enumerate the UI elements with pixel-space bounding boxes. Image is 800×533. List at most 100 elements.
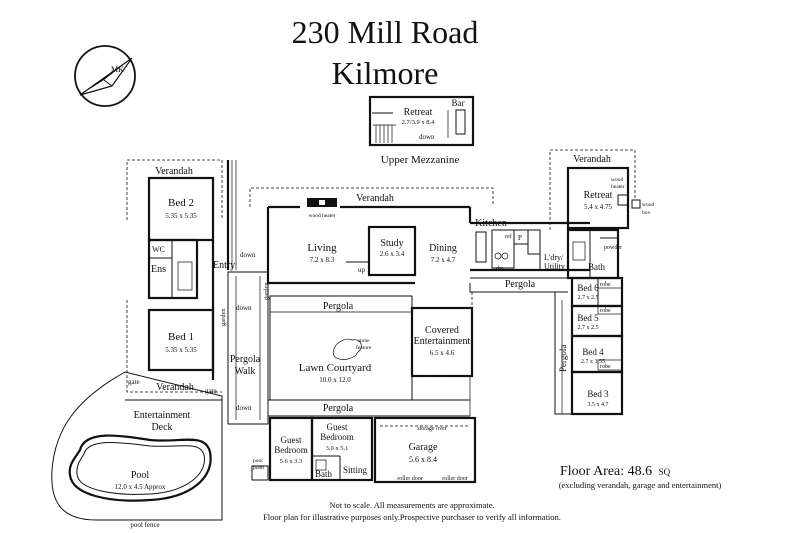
lawn-name: Lawn Courtyard [299, 362, 372, 374]
label-garden-left: garden [220, 308, 227, 326]
label-entry: Entry [213, 260, 235, 271]
address-line1: 230 Mill Road [292, 14, 479, 50]
compass-icon: MK [74, 45, 136, 107]
bed5-size: 2.7 x 2.5 [578, 325, 599, 331]
label-verandah-top: Verandah [356, 193, 394, 204]
label-ens: Ens [151, 264, 166, 275]
label-robe-5: robe [600, 308, 611, 314]
label-garden-right: garden [263, 282, 270, 300]
label-sitting: Sitting [343, 465, 368, 475]
garage-name: Garage [409, 442, 438, 453]
pool-area [51, 371, 223, 521]
label-down-entry: down [240, 251, 256, 259]
label-pergola-lower: Pergola [323, 403, 354, 414]
house-walls [126, 149, 641, 484]
pool-name: Pool [131, 470, 150, 481]
label-wood-box-2: box [642, 210, 651, 216]
pool-size: 12.0 x 4.5 Approx [115, 483, 166, 491]
label-ldry: L'dry/ [544, 253, 564, 262]
living-size: 7.2 x 8.3 [310, 256, 335, 264]
label-pool-plant-2: plant [253, 465, 264, 471]
bed3-name: Bed 3 [587, 389, 609, 399]
label-pool-plant-1: pool [253, 458, 263, 464]
lawn-size: 10.0 x 12.0 [319, 376, 351, 384]
label-utility: Utility [544, 262, 565, 271]
label-gate-left: gate [128, 378, 140, 386]
bed3-size: 3.5 x 4.7 [588, 402, 609, 408]
floor-area-label: Floor Area: 48.6 SQ [560, 464, 671, 479]
label-roller-1: roller door [397, 476, 423, 482]
bed4-size: 2.7 x 3.55 [581, 359, 605, 365]
floor-area-value: Floor Area: 48.6 [560, 464, 652, 479]
label-pergola-right: Pergola [558, 345, 568, 372]
label-robe-6: robe [600, 282, 611, 288]
covered-ent-size: 6.5 x 4.6 [430, 349, 455, 357]
label-storage: storage over [417, 426, 447, 432]
room-labels: Verandah Bed 2 5.35 x 5.35 WC Ens Bed 1 … [115, 154, 655, 529]
living-name: Living [307, 242, 337, 254]
label-ref: ref [505, 233, 512, 240]
label-up: up [358, 266, 366, 274]
label-stone-2: feature [356, 344, 372, 351]
label-pool-fence: pool fence [130, 521, 159, 529]
mezz-retreat-name: Retreat [404, 107, 433, 118]
label-verandah-right: Verandah [573, 154, 611, 165]
covered-ent-name2: Entertainment [414, 336, 471, 347]
floor-area-note: (excluding verandah, garage and entertai… [559, 480, 722, 490]
address-line2: Kilmore [332, 55, 439, 91]
label-wood-heater-r1: wood [611, 177, 623, 183]
study-name: Study [380, 238, 403, 249]
bed2-name: Bed 2 [168, 197, 194, 209]
study-size: 2.6 x 3.4 [380, 250, 405, 258]
label-robe-4: robe [600, 364, 611, 370]
label-wood-box-1: wood [642, 202, 654, 208]
mezzanine-heading: Upper Mezzanine [381, 154, 460, 166]
mezz-retreat-size: 2.7/3.9 x 8.4 [402, 119, 435, 126]
label-bath-right: Bath [588, 262, 605, 272]
dining-size: 7.2 x 4.7 [431, 256, 456, 264]
mezz-bar: Bar [452, 98, 465, 108]
label-wc: WC [152, 245, 165, 254]
guest2-name2: Bedroom [320, 432, 354, 442]
bed6-name: Bed 6 [577, 283, 599, 293]
bed2-size: 5.35 x 5.35 [165, 212, 197, 220]
bed5-name: Bed 5 [577, 313, 599, 323]
label-verandah-lower: Verandah [156, 382, 194, 393]
label-pergola-walk-2: Walk [235, 366, 256, 377]
dining-name: Dining [429, 243, 457, 254]
ent-deck-name2: Deck [151, 422, 172, 433]
label-stone-1: stone [358, 338, 370, 344]
bed6-size: 2.7 x 2.5 [578, 295, 599, 301]
label-down-walk1: down [236, 304, 252, 312]
retreat-size: 5.4 x 4.75 [584, 203, 613, 211]
label-gate-right: gate [205, 387, 217, 395]
label-dw: dw [496, 266, 504, 272]
label-pergola-walk-1: Pergola [230, 354, 261, 365]
covered-ent-name1: Covered [425, 325, 459, 336]
label-pergola-mid: Pergola [323, 301, 354, 312]
bed1-name: Bed 1 [168, 331, 194, 343]
guest2-name1: Guest [327, 422, 348, 432]
label-pergola-kitchen: Pergola [505, 279, 536, 290]
label-verandah-left: Verandah [155, 166, 193, 177]
svg-text:MK: MK [111, 65, 124, 74]
label-p: P [518, 234, 522, 242]
label-down-walk2: down [236, 404, 252, 412]
floor-area-unit: SQ [659, 467, 671, 477]
disclaimer-line1: Not to scale. All measurements are appro… [329, 500, 494, 510]
label-kitchen: Kitchen [475, 218, 507, 229]
retreat-name: Retreat [584, 190, 613, 201]
guest1-size: 5.6 x 3.3 [280, 458, 303, 465]
label-wood-heater: wood heater [308, 213, 335, 219]
guest1-name1: Guest [281, 435, 302, 445]
mezz-down: down [419, 133, 435, 141]
bed1-size: 5.35 x 5.35 [165, 346, 197, 354]
garage-size: 5.6 x 8.4 [409, 455, 437, 464]
label-bath-guest: Bath [315, 469, 332, 479]
label-roller-2: roller door [442, 476, 468, 482]
bed4-name: Bed 4 [582, 347, 604, 357]
guest1-name2: Bedroom [274, 445, 308, 455]
label-wood-heater-r2: heater [611, 184, 625, 190]
